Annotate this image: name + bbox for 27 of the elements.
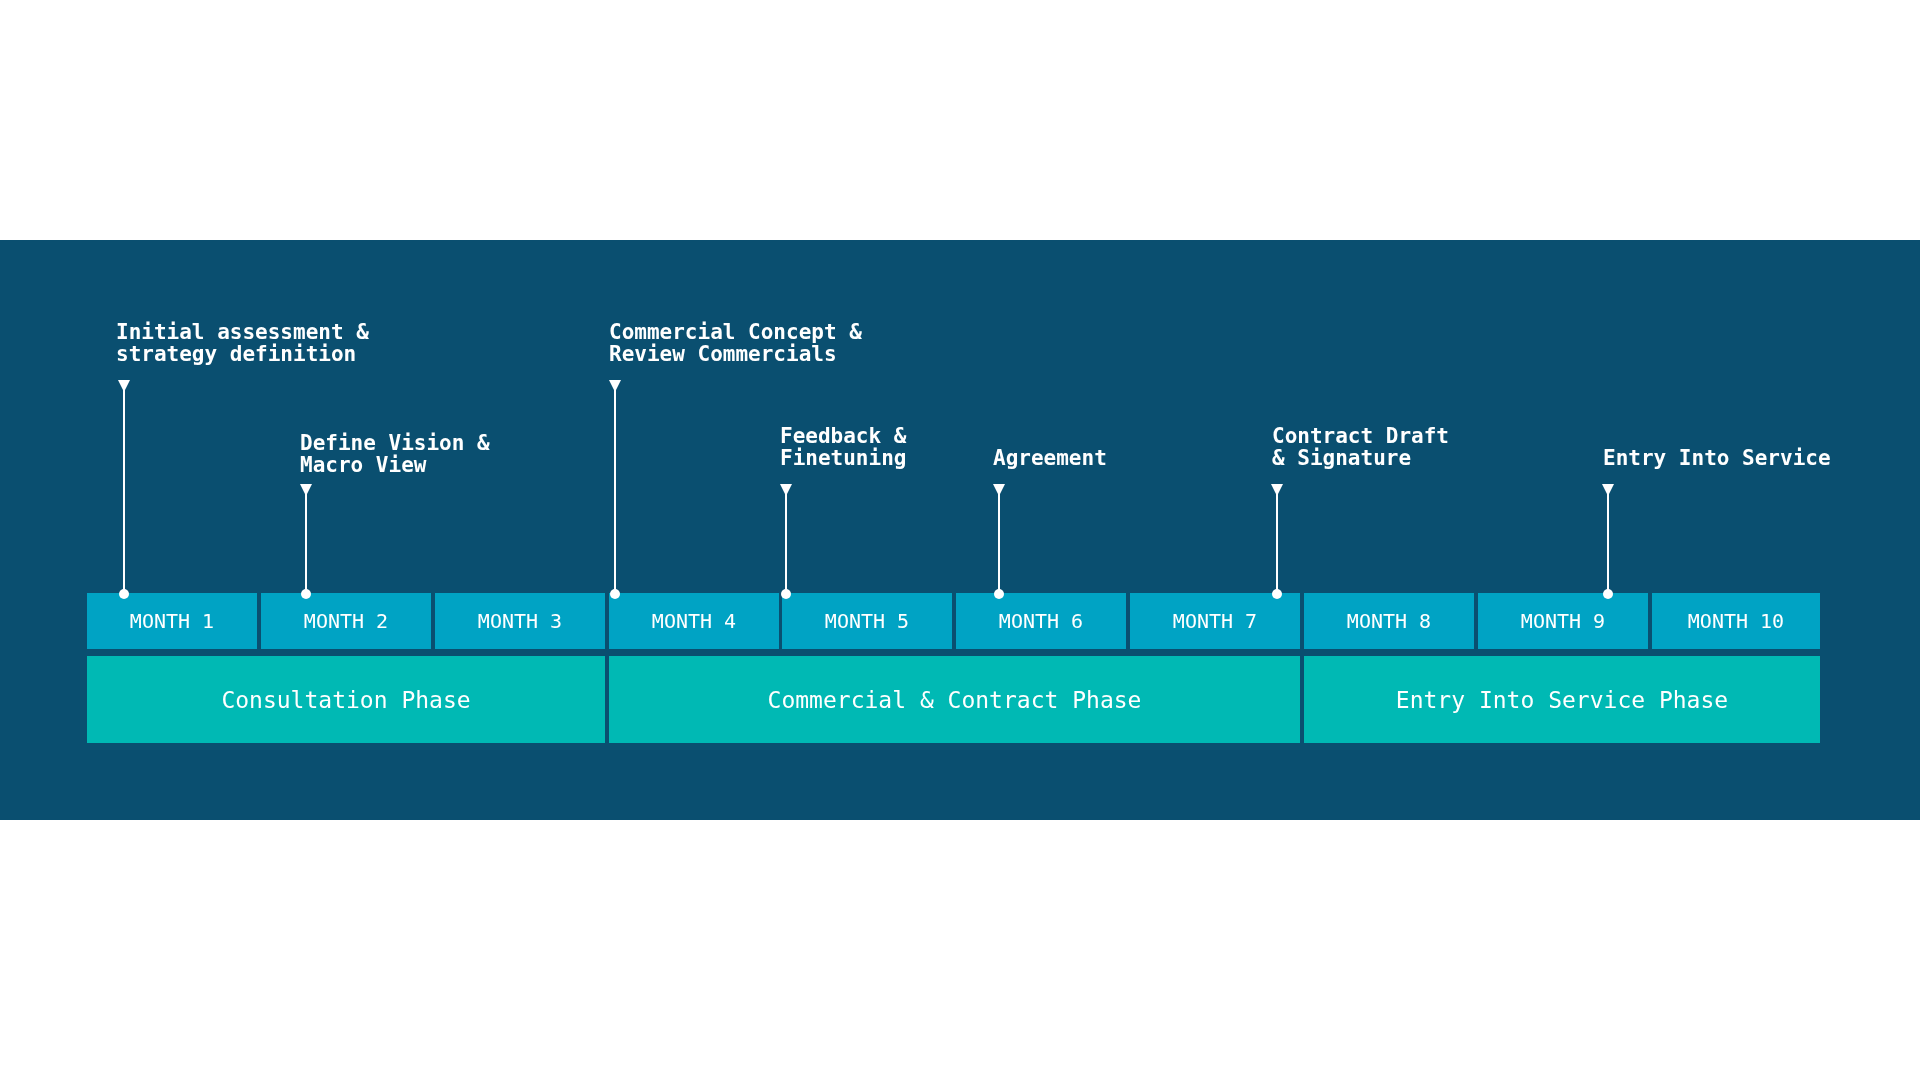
month-bar: MONTH 10 [1652,593,1820,649]
leader-line [1602,484,1614,599]
month-bar: MONTH 5 [782,593,952,649]
leader-line [993,484,1005,599]
leader-line [118,380,130,599]
milestone-label: Entry Into Service [1603,446,1831,469]
milestone-label: Feedback & Finetuning [780,424,920,469]
milestone-label: Define Vision & Macro View [300,431,503,476]
phase-bar: Entry Into Service Phase [1304,656,1820,743]
leader-line [300,484,312,599]
milestone-label: Commercial Concept & Review Commercials [609,320,862,365]
phase-bar: Commercial & Contract Phase [609,656,1300,743]
month-bar: MONTH 9 [1478,593,1648,649]
leader-line [780,484,792,599]
month-bar: MONTH 8 [1304,593,1474,649]
month-bar: MONTH 1 [87,593,257,649]
leader-line [1271,484,1283,599]
milestone-label: Initial assessment & strategy definition [116,320,382,365]
month-bar: MONTH 7 [1130,593,1300,649]
milestone-label: Contract Draft & Signature [1272,424,1449,469]
phase-bar: Consultation Phase [87,656,605,743]
leader-line [609,380,621,599]
month-bar: MONTH 3 [435,593,605,649]
month-bar: MONTH 2 [261,593,431,649]
milestone-label: Agreement [993,446,1107,469]
month-bar: MONTH 4 [609,593,779,649]
month-bar: MONTH 6 [956,593,1126,649]
